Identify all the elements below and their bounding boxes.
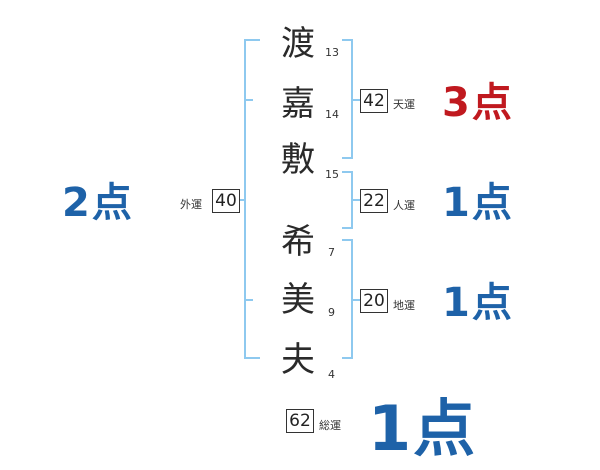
name-char-2: 嘉 xyxy=(281,84,315,124)
gaiun-label: 外運 xyxy=(180,198,202,211)
tenun-score: 3点 xyxy=(442,80,514,126)
stroke-count-4: 7 xyxy=(328,246,335,259)
name-char-4: 希 xyxy=(281,222,315,262)
souun-score: 1点 xyxy=(368,392,478,465)
chiun-label: 地運 xyxy=(393,299,415,312)
souun-label: 総運 xyxy=(319,419,341,432)
stroke-count-2: 14 xyxy=(325,108,339,121)
jinun-value-box: 22 xyxy=(360,189,388,213)
jinun-label: 人運 xyxy=(393,199,415,212)
gaiun-value-box: 40 xyxy=(212,189,240,213)
name-char-5: 美 xyxy=(281,280,315,320)
stroke-count-5: 9 xyxy=(328,306,335,319)
stroke-count-6: 4 xyxy=(328,368,335,381)
name-char-3: 敷 xyxy=(281,140,315,180)
gaiun-score: 2点 xyxy=(62,180,134,226)
chiun-score: 1点 xyxy=(442,280,514,326)
tenun-value-box: 42 xyxy=(360,89,388,113)
name-char-6: 夫 xyxy=(281,340,315,380)
souun-value-box: 62 xyxy=(286,409,314,433)
jinun-score: 1点 xyxy=(442,180,514,226)
name-char-1: 渡 xyxy=(281,24,315,64)
tenun-label: 天運 xyxy=(393,98,415,111)
stroke-count-1: 13 xyxy=(325,46,339,59)
stroke-count-3: 15 xyxy=(325,168,339,181)
chiun-value-box: 20 xyxy=(360,289,388,313)
